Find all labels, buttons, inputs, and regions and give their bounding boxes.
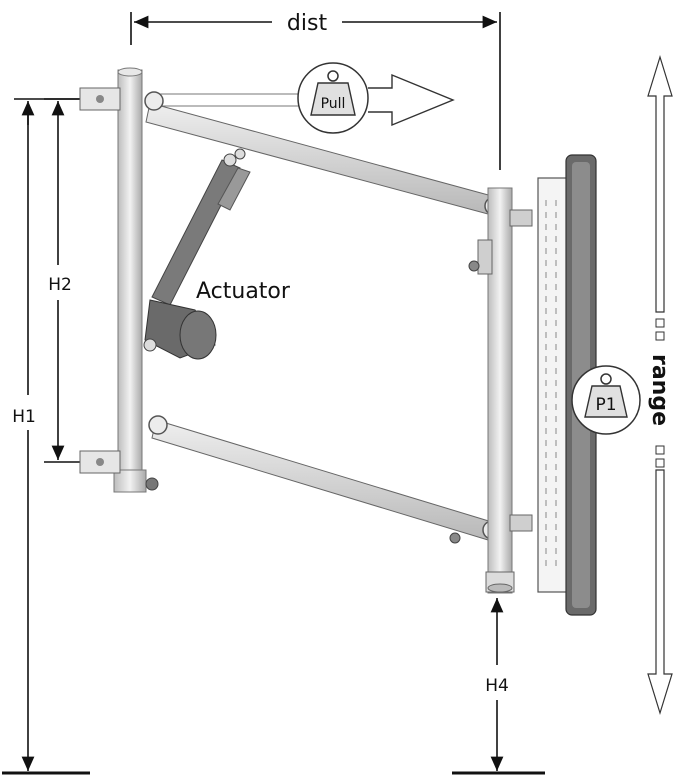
- h4-label: H4: [485, 676, 509, 696]
- dist-label: dist: [287, 11, 328, 36]
- p1-label: P1: [595, 395, 616, 415]
- range-label: range: [647, 354, 672, 426]
- wall-bracket-bottom: [79, 450, 159, 491]
- h4-dimension: H4: [452, 598, 545, 775]
- wall-pole: [113, 67, 147, 493]
- display-panel: [537, 154, 597, 616]
- p1-load-indicator: P1: [571, 365, 641, 435]
- actuator-label: Actuator: [196, 279, 291, 304]
- actuator: Actuator: [143, 148, 291, 360]
- range-double-arrow-icon: range: [647, 54, 673, 716]
- h2-label: H2: [48, 275, 72, 295]
- dist-dimension: dist: [130, 11, 501, 170]
- carriage-pole: [449, 187, 533, 594]
- arrow-right-icon: [368, 73, 455, 127]
- wall-bracket-top: [79, 87, 121, 111]
- pull-force-indicator: Pull: [160, 62, 455, 134]
- h2-dimension: H2: [44, 98, 82, 463]
- lower-arm: [148, 415, 502, 541]
- h1-dimension: H1: [2, 98, 90, 775]
- pull-label: Pull: [321, 96, 346, 112]
- h1-label: H1: [12, 407, 36, 427]
